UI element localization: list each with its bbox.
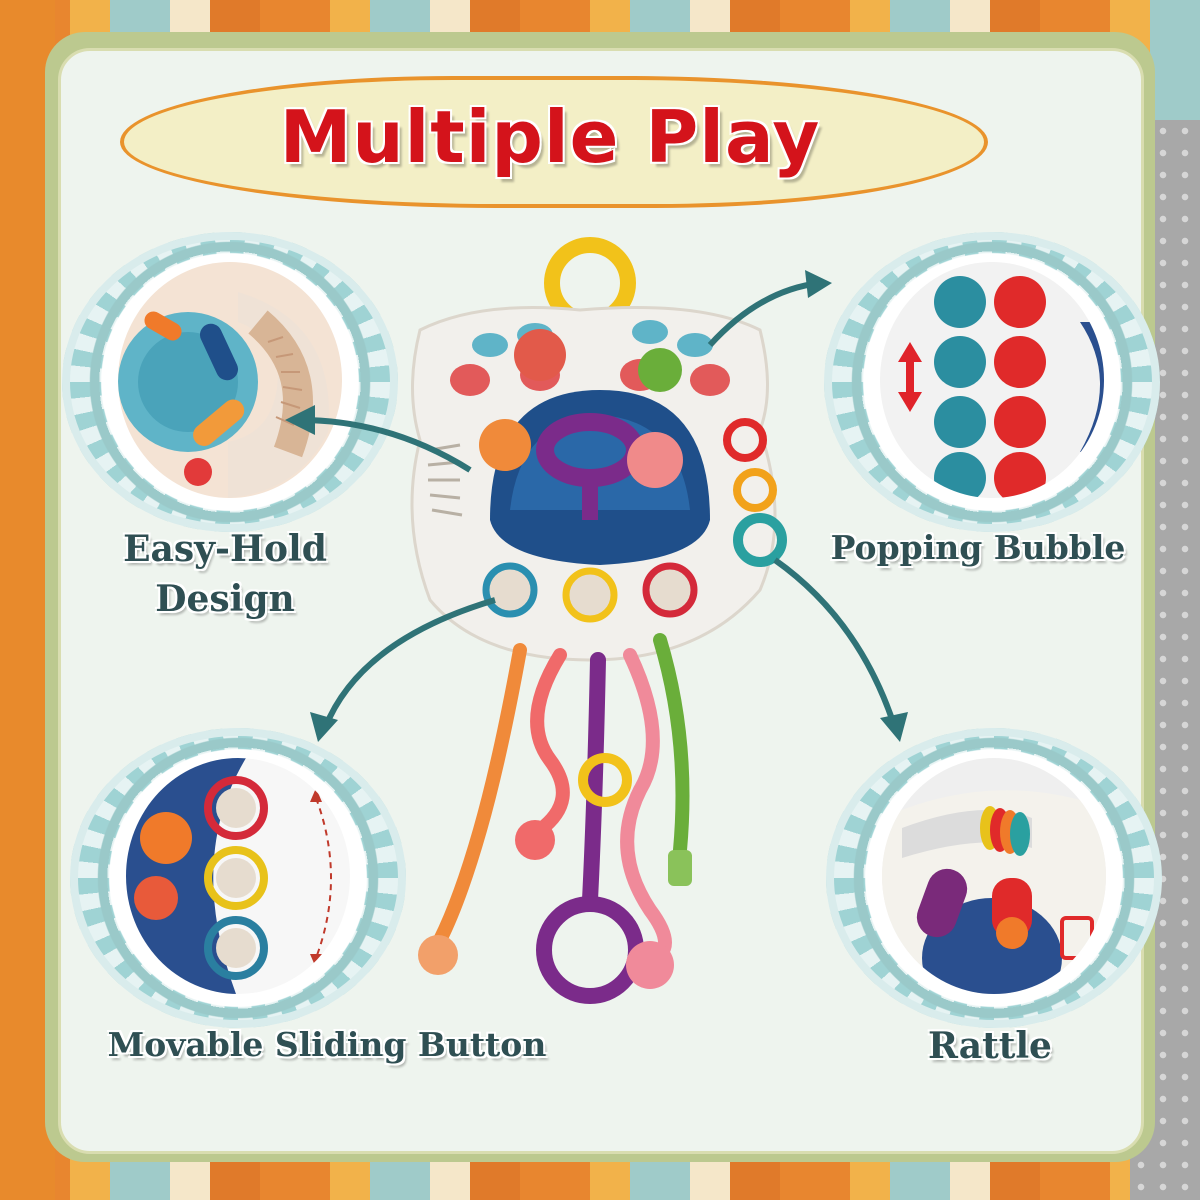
label-sliding-button: Movable Sliding Button (107, 1025, 547, 1064)
popping-bubble-illustration (880, 262, 1104, 498)
photo-easy-hold (118, 262, 342, 498)
pink-teether (627, 432, 683, 488)
label-easy-hold-line1: Easy-Hold (123, 528, 327, 570)
rattle-illustration (882, 790, 1106, 994)
label-rattle: Rattle (928, 1025, 1052, 1067)
photo-popping-bubble (880, 262, 1104, 498)
sliding-button-illustration (126, 758, 332, 994)
red-teether (514, 329, 566, 381)
orange-teether (479, 419, 531, 471)
easy-hold-illustration (118, 292, 329, 498)
photo-sliding-button (126, 758, 350, 994)
title-banner (120, 76, 988, 208)
page-title: Multiple Play (279, 95, 821, 179)
green-teether (638, 348, 682, 392)
label-easy-hold-line2: Design (155, 578, 295, 620)
photo-rattle (882, 758, 1106, 994)
rattle-rings (980, 806, 1030, 856)
label-popping-bubble: Popping Bubble (830, 528, 1126, 567)
up-down-arrow-icon (898, 342, 922, 412)
